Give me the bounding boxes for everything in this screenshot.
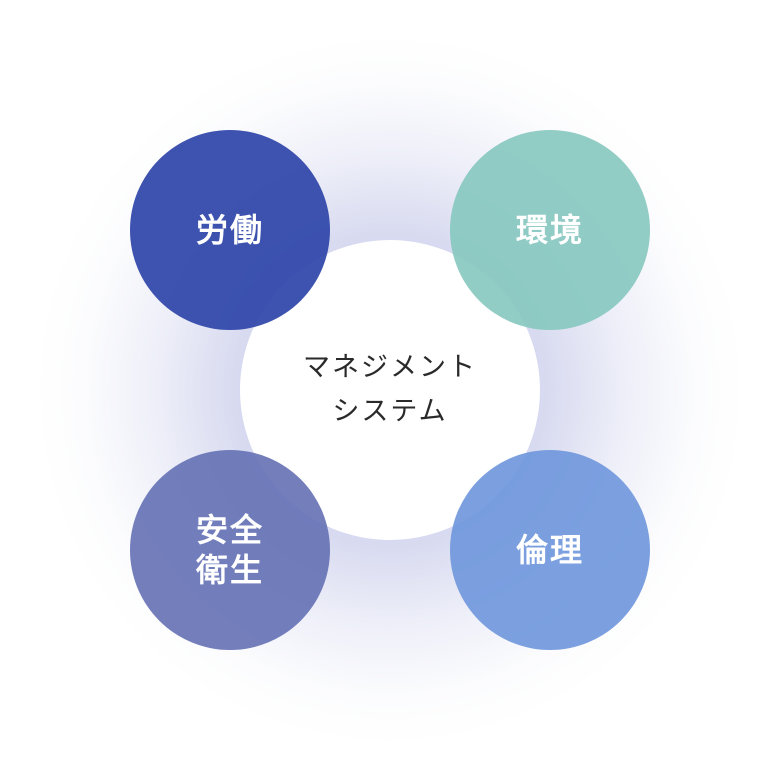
- environment-bubble: 環境: [450, 130, 650, 330]
- safety-label-line1: 安全: [195, 511, 264, 549]
- labor-label: 労働: [195, 211, 264, 249]
- ethics-label: 倫理: [515, 531, 584, 569]
- center-label-line2: システム: [332, 396, 448, 427]
- center-label-line1: マネジメント: [303, 352, 477, 383]
- ethics-bubble: 倫理: [450, 450, 650, 650]
- safety-hygiene-bubble: 安全 衛生: [130, 450, 330, 650]
- environment-label: 環境: [515, 211, 584, 249]
- labor-bubble: 労働: [130, 130, 330, 330]
- safety-label-line2: 衛生: [195, 551, 264, 589]
